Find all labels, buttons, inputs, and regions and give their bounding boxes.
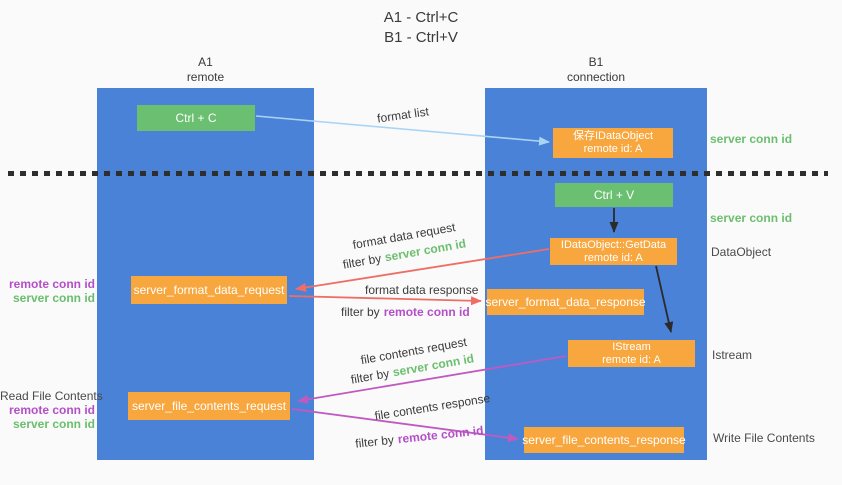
edge-label-format-list: format list <box>376 104 430 126</box>
diagram-title: A1 - Ctrl+C B1 - Ctrl+V <box>0 8 842 48</box>
annotation-remote-conn-id-bottom: remote conn id <box>8 403 95 417</box>
lane-header-a1: A1 remote <box>97 55 314 85</box>
annotation-server-conn-id-left-bottom: server conn id <box>12 417 95 431</box>
lane-header-b1: B1 connection <box>485 55 707 85</box>
node-ctrl-c: Ctrl + C <box>137 105 255 131</box>
lane-a1-name: A1 <box>198 55 213 69</box>
node-ctrl-c-label: Ctrl + C <box>175 111 217 125</box>
filter-by-text: filter by <box>349 366 391 387</box>
remote-conn-id-text: remote conn id <box>397 423 485 447</box>
node-getdata-line2: remote id: A <box>584 251 643 264</box>
node-server-format-data-request: server_format_data_request <box>131 276 287 304</box>
annotation-server-conn-id-left-top: server conn id <box>12 291 95 305</box>
node-server-format-data-response-label: server_format_data_response <box>485 295 646 309</box>
node-save-idataobject: 保存IDataObject remote id: A <box>553 128 673 158</box>
filter-by-text: filter by <box>354 432 395 451</box>
annotation-conn-ids-format: remote conn id server conn id <box>0 277 95 305</box>
session-divider-dotted-line <box>8 171 828 176</box>
annotation-istream: Istream <box>712 348 753 362</box>
title-line-2: B1 - Ctrl+V <box>384 29 458 46</box>
lane-b1-name: B1 <box>588 55 604 69</box>
annotation-write-file-contents: Write File Contents <box>713 431 815 445</box>
node-server-file-contents-response-label: server_file_contents_response <box>522 433 686 447</box>
annotation-remote-conn-id-top: remote conn id <box>8 277 95 291</box>
node-istream-line1: IStream <box>612 340 651 353</box>
node-idataobject-getdata: IDataObject::GetData remote id: A <box>550 238 677 265</box>
node-getdata-line1: IDataObject::GetData <box>560 238 667 251</box>
annotation-server-conn-id-top: server conn id <box>710 132 793 146</box>
node-server-file-contents-request: server_file_contents_request <box>128 392 290 420</box>
node-ctrl-v: Ctrl + V <box>555 183 673 207</box>
lane-a1-subtitle: remote <box>186 70 225 84</box>
title-line-1: A1 - Ctrl+C <box>383 9 459 26</box>
lane-b1-subtitle: connection <box>566 70 626 84</box>
annotation-read-file-contents: Read File Contents <box>0 389 103 403</box>
filter-by-text: filter by <box>341 251 383 272</box>
node-istream: IStream remote id: A <box>568 340 695 367</box>
edge-label-file-contents-response: file contents response <box>373 390 492 424</box>
filter-by-text: filter by <box>341 305 380 319</box>
annotation-dataobject: DataObject <box>711 245 772 259</box>
node-server-format-data-request-label: server_format_data_request <box>133 283 285 297</box>
edge-label-format-data-response: format data response <box>365 283 479 297</box>
node-ctrl-v-label: Ctrl + V <box>593 188 635 202</box>
node-server-format-data-response: server_format_data_response <box>485 289 646 315</box>
annotation-read-file-block: Read File Contents remote conn id server… <box>0 389 103 431</box>
node-server-file-contents-response: server_file_contents_response <box>522 427 686 453</box>
annotation-server-conn-id-mid: server conn id <box>710 211 793 225</box>
node-save-idataobject-line1: 保存IDataObject <box>572 130 654 142</box>
remote-conn-id-text: remote conn id <box>383 305 470 319</box>
node-server-file-contents-request-label: server_file_contents_request <box>131 399 287 413</box>
node-istream-line2: remote id: A <box>602 353 661 366</box>
node-save-idataobject-line2: remote id: A <box>583 143 643 155</box>
